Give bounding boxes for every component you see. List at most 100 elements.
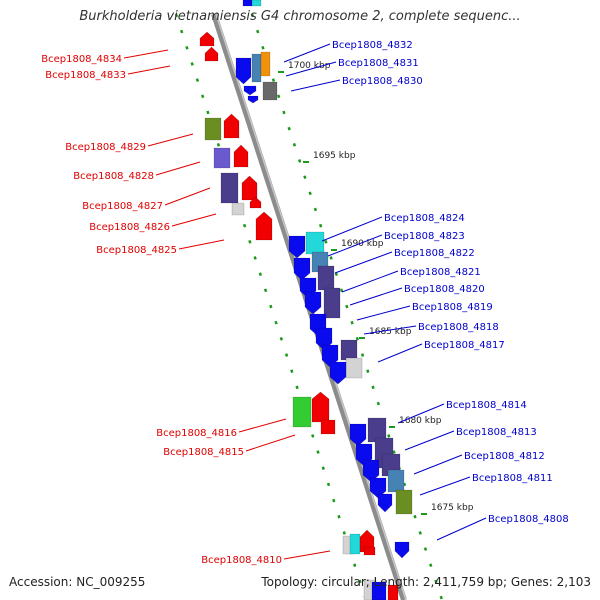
gene-glyph[interactable]	[213, 147, 231, 169]
kbp-marker-label: 1690 kbp	[341, 239, 384, 249]
gene-leader-line	[321, 216, 383, 242]
gene-glyph[interactable]	[293, 257, 311, 281]
gene-leader-line	[349, 287, 403, 306]
gene-glyph[interactable]	[241, 175, 258, 201]
gene-label-left[interactable]: Bcep1808_4810	[201, 555, 282, 566]
gene-leader-line	[238, 418, 287, 433]
strand-guide-left	[174, 13, 368, 600]
map-title: Burkholderia vietnamiensis G4 chromosome…	[79, 9, 521, 24]
gene-label-right[interactable]: Bcep1808_4820	[404, 284, 485, 295]
gene-glyph[interactable]	[204, 117, 222, 141]
gene-glyph[interactable]	[394, 541, 410, 559]
gene-label-left[interactable]: Bcep1808_4828	[73, 171, 154, 182]
gene-label-right[interactable]: Bcep1808_4813	[456, 427, 537, 438]
gene-leader-line	[171, 213, 217, 227]
gene-leader-line	[178, 239, 225, 250]
gene-leader-line	[363, 325, 417, 335]
gene-glyph[interactable]	[305, 231, 325, 255]
gene-glyph[interactable]	[349, 533, 361, 555]
gene-leader-line	[436, 517, 487, 541]
gene-glyph[interactable]	[363, 546, 376, 556]
gene-glyph[interactable]	[387, 584, 399, 600]
gene-label-right[interactable]: Bcep1808_4812	[464, 451, 545, 462]
gene-glyph[interactable]	[304, 291, 322, 315]
gene-label-left[interactable]: Bcep1808_4829	[65, 142, 146, 153]
gene-glyph[interactable]	[231, 202, 245, 216]
gene-leader-line	[245, 434, 296, 452]
kbp-marker-label: 1675 kbp	[431, 503, 474, 513]
gene-leader-line	[147, 133, 194, 147]
gene-glyph[interactable]	[288, 235, 306, 259]
gene-leader-line	[164, 187, 211, 206]
topology-label: Topology: circular; Length: 2,411,759 bp…	[261, 575, 591, 589]
gene-leader-line	[290, 79, 341, 92]
gene-glyph[interactable]	[317, 265, 335, 291]
gene-glyph[interactable]	[320, 419, 336, 435]
gene-glyph[interactable]	[235, 57, 252, 85]
gene-glyph[interactable]	[387, 469, 405, 493]
gene-label-right[interactable]: Bcep1808_4822	[394, 248, 475, 259]
gene-glyph[interactable]	[262, 81, 278, 101]
gene-glyph[interactable]	[233, 144, 249, 168]
gene-label-right[interactable]: Bcep1808_4824	[384, 213, 465, 224]
kbp-marker-label: 1700 kbp	[288, 61, 331, 71]
accession-label: Accession: NC_009255	[9, 575, 146, 589]
gene-label-right[interactable]: Bcep1808_4821	[400, 267, 481, 278]
gene-label-left[interactable]: Bcep1808_4825	[96, 245, 177, 256]
gene-leader-line	[419, 476, 471, 496]
gene-label-right[interactable]: Bcep1808_4814	[446, 400, 527, 411]
gene-leader-line	[413, 454, 463, 475]
gene-label-left[interactable]: Bcep1808_4815	[163, 447, 244, 458]
gene-label-left[interactable]: Bcep1808_4816	[156, 428, 237, 439]
gene-glyph[interactable]	[255, 211, 273, 241]
gene-glyph[interactable]	[220, 172, 239, 204]
gene-label-right[interactable]: Bcep1808_4818	[418, 322, 499, 333]
kbp-marker-label: 1695 kbp	[313, 151, 356, 161]
gene-label-left[interactable]: Bcep1808_4834	[41, 54, 122, 65]
gene-glyph[interactable]	[323, 287, 341, 319]
gene-leader-line	[283, 550, 331, 560]
gene-leader-line	[377, 343, 423, 363]
gene-glyph[interactable]	[247, 95, 259, 104]
gene-leader-line	[155, 161, 201, 176]
gene-glyph[interactable]	[371, 581, 387, 600]
gene-glyph[interactable]	[223, 113, 240, 139]
gene-glyph[interactable]	[204, 46, 219, 62]
gene-glyph[interactable]	[340, 339, 358, 361]
gene-glyph[interactable]	[249, 196, 262, 209]
gene-glyph[interactable]	[242, 0, 253, 7]
gene-glyph[interactable]	[251, 0, 262, 7]
gene-label-left[interactable]: Bcep1808_4827	[82, 201, 163, 212]
gene-glyph[interactable]	[243, 85, 257, 96]
gene-glyph[interactable]	[349, 423, 367, 447]
gene-label-right[interactable]: Bcep1808_4832	[332, 40, 413, 51]
gene-leader-line	[123, 49, 169, 59]
gene-glyph[interactable]	[292, 396, 312, 428]
gene-leader-line	[356, 305, 411, 321]
gene-glyph[interactable]	[260, 51, 271, 77]
strand-guide-right	[250, 13, 444, 600]
gene-label-right[interactable]: Bcep1808_4808	[488, 514, 569, 525]
gene-label-right[interactable]: Bcep1808_4819	[412, 302, 493, 313]
gene-label-right[interactable]: Bcep1808_4823	[384, 231, 465, 242]
gene-leader-line	[334, 251, 393, 274]
gene-glyph[interactable]	[377, 493, 393, 513]
gene-leader-line	[327, 234, 383, 257]
gene-label-right[interactable]: Bcep1808_4831	[338, 58, 419, 69]
gene-label-right[interactable]: Bcep1808_4817	[424, 340, 505, 351]
gene-leader-line	[285, 61, 337, 77]
gene-glyph[interactable]	[329, 361, 347, 385]
gene-label-right[interactable]: Bcep1808_4811	[472, 473, 553, 484]
gene-glyph[interactable]	[311, 391, 330, 423]
gene-glyph[interactable]	[345, 357, 363, 379]
gene-glyph[interactable]	[395, 489, 413, 515]
kbp-marker-label: 1680 kbp	[399, 416, 442, 426]
gene-label-left[interactable]: Bcep1808_4826	[89, 222, 170, 233]
gene-leader-line	[283, 43, 331, 63]
gene-label-left[interactable]: Bcep1808_4833	[45, 70, 126, 81]
gene-leader-line	[404, 430, 455, 451]
gene-glyph[interactable]	[251, 53, 262, 83]
gene-label-right[interactable]: Bcep1808_4830	[342, 76, 423, 87]
gene-glyph[interactable]	[199, 31, 215, 47]
